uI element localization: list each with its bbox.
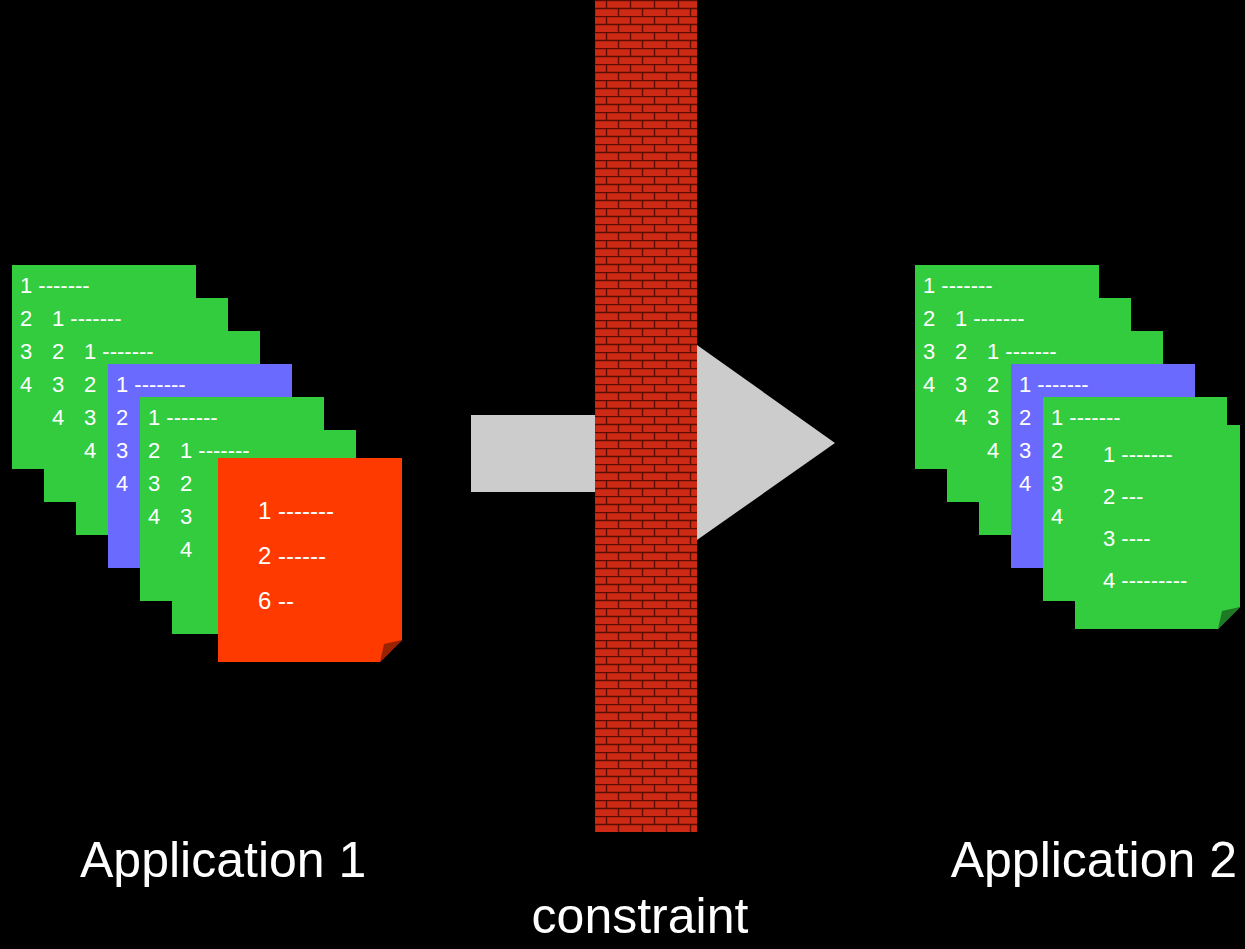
card-line: 1 ------- — [1103, 434, 1240, 476]
card-line: 2 ------ — [258, 533, 402, 578]
document-card: 1 -------2 ------6 -- — [218, 458, 402, 662]
card-line: 6 -- — [258, 578, 402, 623]
card-line: 1 ------- — [258, 488, 402, 533]
card-line: 4 --------- — [1103, 560, 1240, 602]
card-line: 1 ------- — [52, 302, 228, 335]
card-line: 1 ------- — [148, 401, 324, 434]
card-line: 2 --- — [1103, 476, 1240, 518]
card-line: 1 ------- — [955, 302, 1131, 335]
card-line: 1 ------- — [116, 368, 292, 401]
card-line: 1 ------- — [923, 269, 1099, 302]
card-line: 3 ---- — [1103, 518, 1240, 560]
application-label: Application 2 — [951, 832, 1237, 890]
card-line: 1 ------- — [20, 269, 196, 302]
card-line: 1 ------- — [1019, 368, 1195, 401]
card-line: 1 ------- — [84, 335, 260, 368]
brick-wall — [595, 0, 697, 832]
application-label: Application 1 — [80, 832, 366, 890]
document-card: 1 -------2 ---3 ----4 --------- — [1075, 425, 1240, 629]
constraint-label: constraint — [532, 888, 749, 946]
card-line: 1 ------- — [987, 335, 1163, 368]
